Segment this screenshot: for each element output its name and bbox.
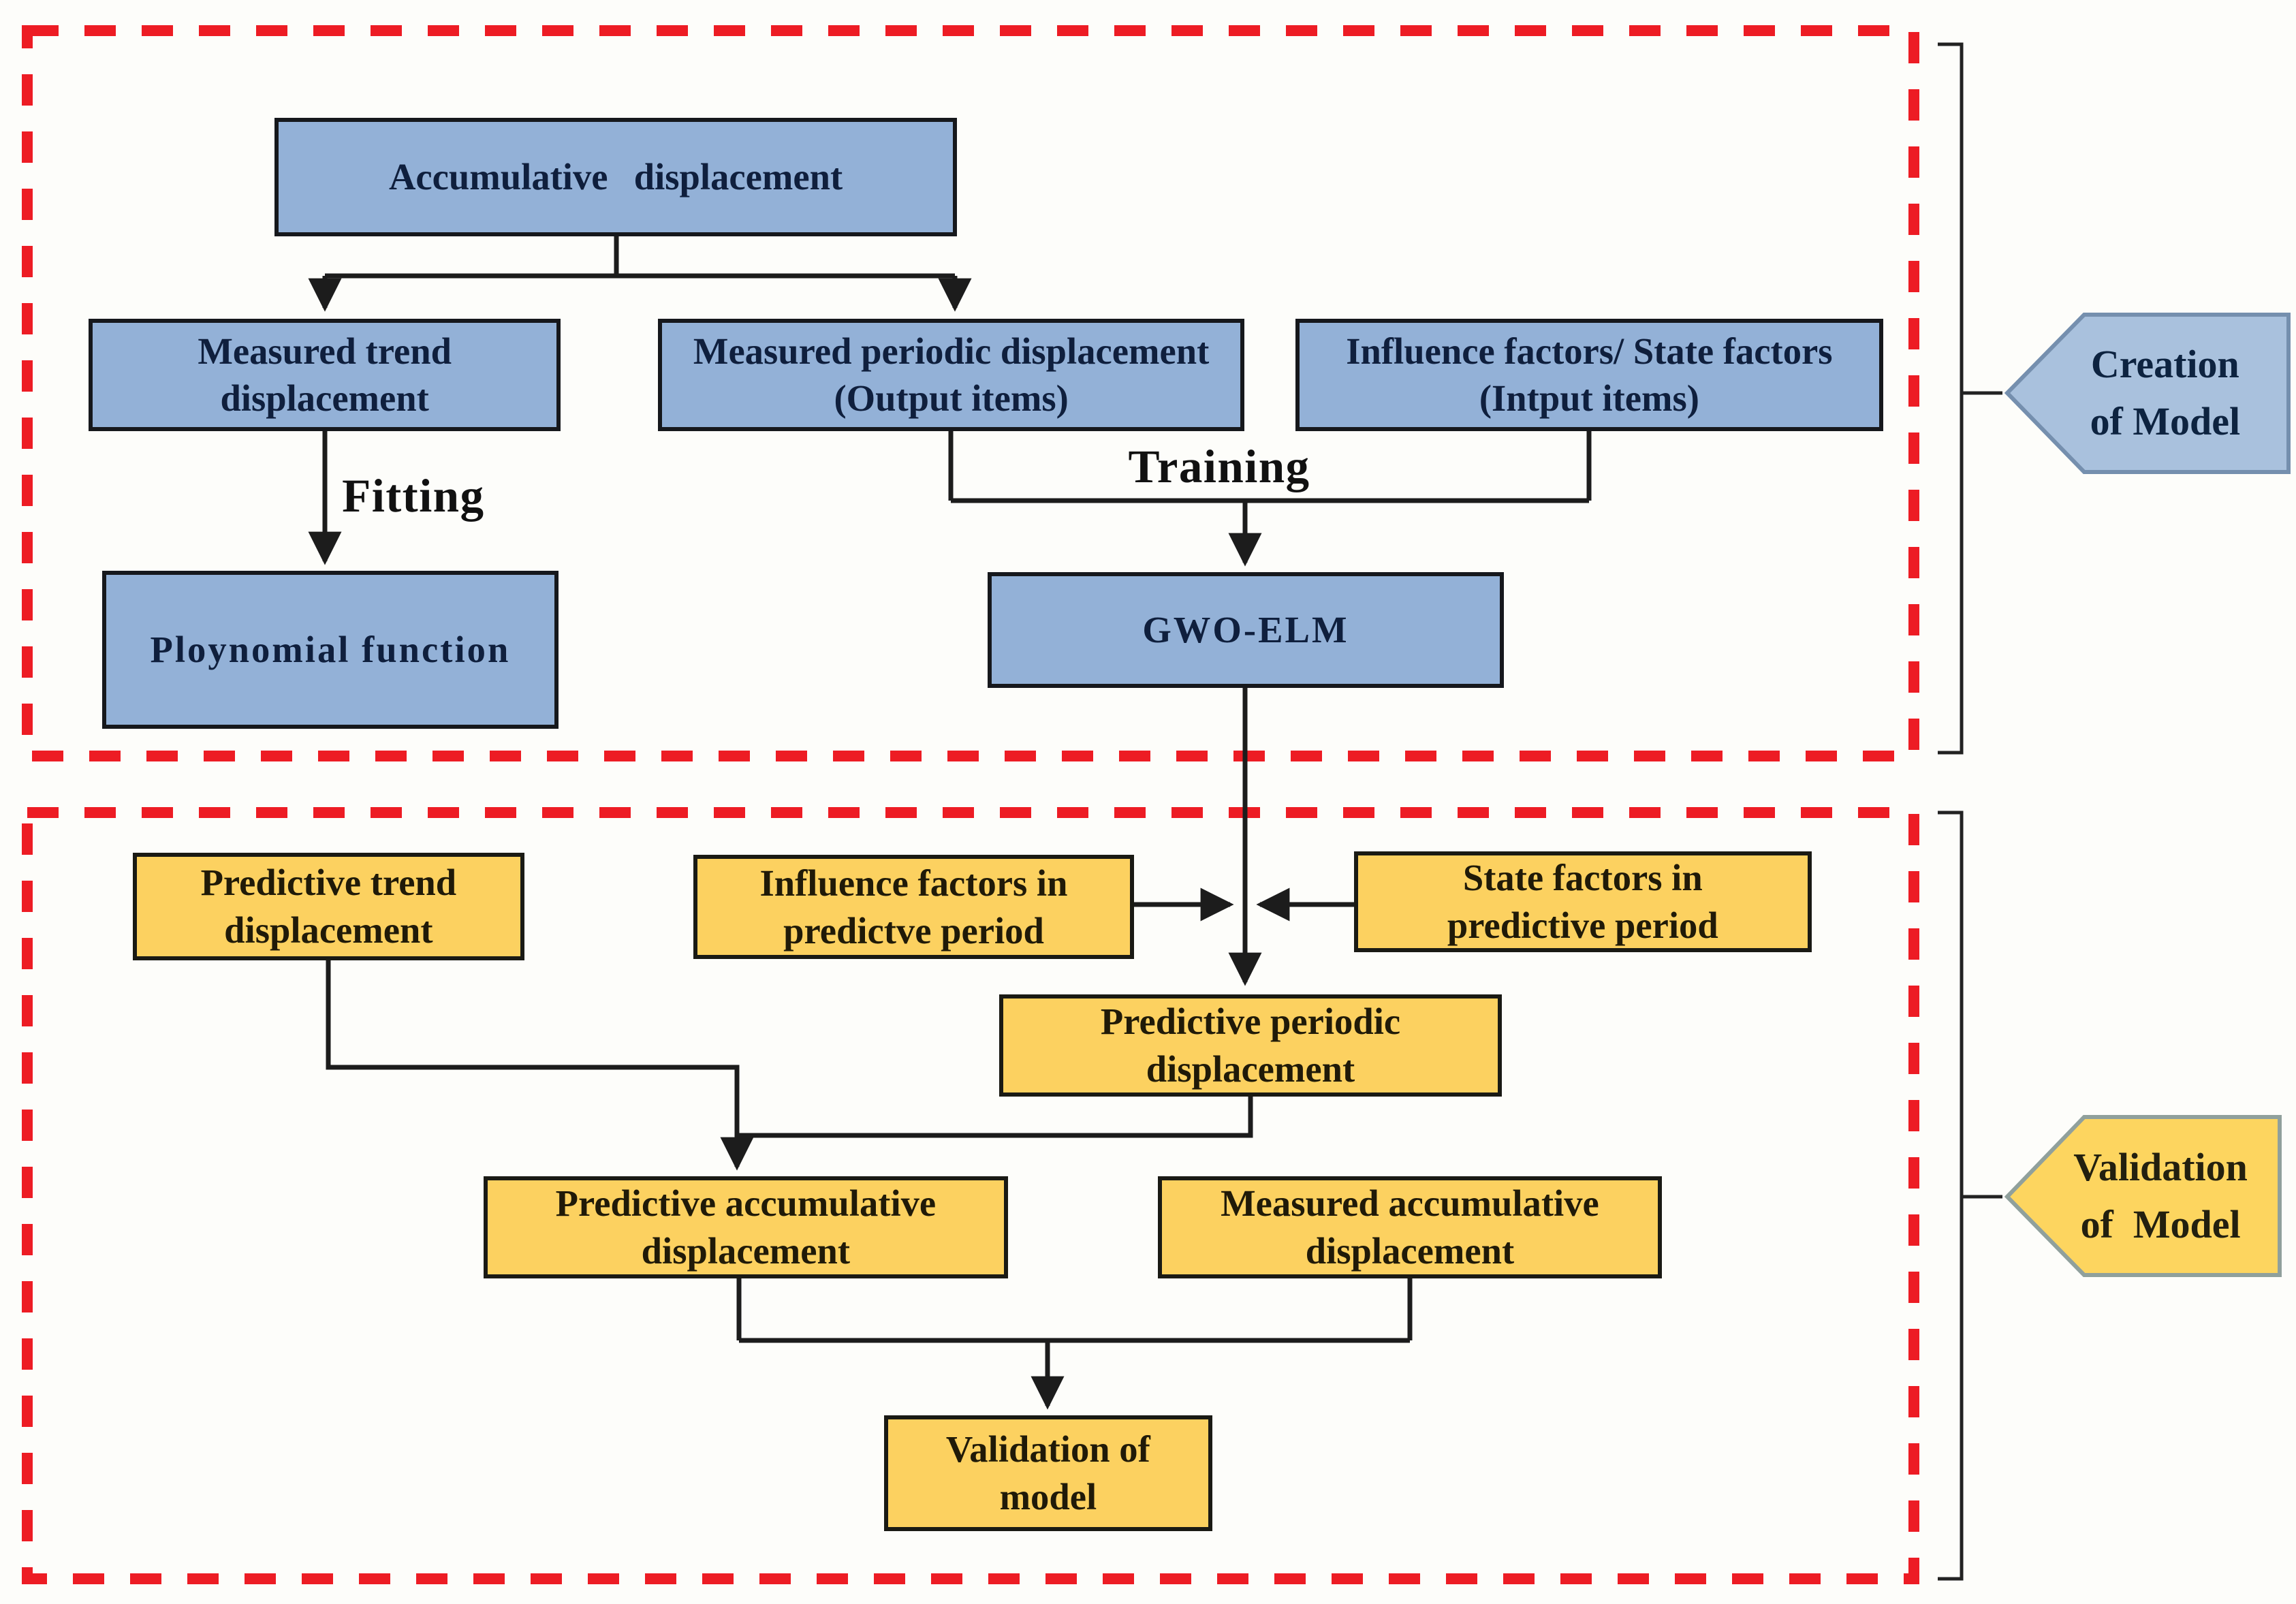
validation-tag-shape xyxy=(2004,1115,2282,1277)
box-influence-state-factors: Influence factors/ State factors (Intput… xyxy=(1295,318,1883,432)
box-label: predictve period xyxy=(783,909,1044,952)
tag-validation-of-model: Validation of Model xyxy=(2043,1117,2278,1275)
validation-section-frame xyxy=(22,807,1919,1584)
box-label: Predictive periodic xyxy=(1100,1000,1401,1042)
validation-bracket xyxy=(1938,811,2002,1581)
edge-label-training: Training xyxy=(1102,439,1336,494)
edges-creation xyxy=(308,236,1592,986)
tag-label: of Model xyxy=(2080,1201,2241,1246)
edges-validation xyxy=(326,887,1413,1410)
box-influence-factors-predictve-period: Influence factors in predictve period xyxy=(693,854,1134,960)
creation-section-frame xyxy=(22,25,1919,761)
box-predictive-accumulative-displacement: Predictive accumulative displacement xyxy=(483,1176,1008,1278)
box-label: State factors in xyxy=(1462,857,1703,899)
tag-creation-of-model: Creation of Model xyxy=(2043,315,2286,472)
box-gwo-elm: GWO-ELM xyxy=(987,572,1504,689)
box-label: (Intput items) xyxy=(1479,377,1699,420)
box-measured-trend-displacement: Measured trend displacement xyxy=(89,318,561,432)
box-label: Predictive trend xyxy=(200,862,457,904)
box-label: model xyxy=(999,1476,1097,1518)
box-label: Measured trend xyxy=(198,330,452,372)
box-label: displacement xyxy=(1146,1048,1355,1090)
box-label: displacement xyxy=(220,377,429,420)
box-ploynomial-function: Ploynomial function xyxy=(102,570,559,729)
box-label: Influence factors/ State factors xyxy=(1346,330,1833,372)
box-label: GWO-ELM xyxy=(1142,609,1349,651)
box-label: Accumulative displacement xyxy=(389,156,843,198)
box-measured-periodic-displacement: Measured periodic displacement (Output i… xyxy=(658,318,1245,432)
box-label: displacement xyxy=(1305,1229,1515,1272)
box-accumulative-displacement: Accumulative displacement xyxy=(274,118,958,237)
tag-label: Validation xyxy=(2073,1144,2248,1189)
creation-tag-shape xyxy=(2004,313,2291,474)
box-label: Ploynomial function xyxy=(150,628,511,670)
box-label: Measured accumulative xyxy=(1221,1182,1599,1225)
box-predictive-trend-displacement: Predictive trend displacement xyxy=(132,852,524,960)
box-state-factors-predictive-period: State factors in predictive period xyxy=(1353,851,1812,952)
edge-label-text: Fitting xyxy=(342,469,485,522)
creation-bracket xyxy=(1938,42,2002,755)
tag-label: of Model xyxy=(2090,399,2241,444)
box-label: displacement xyxy=(224,909,433,951)
edge-label-text: Training xyxy=(1128,440,1310,493)
box-label: displacement xyxy=(641,1229,851,1272)
box-predictive-periodic-displacement: Predictive periodic displacement xyxy=(999,994,1502,1097)
box-label: Validation of xyxy=(945,1428,1150,1471)
box-label: Predictive accumulative xyxy=(555,1182,937,1225)
box-label: Influence factors in xyxy=(759,862,1068,904)
edge-label-fitting: Fitting xyxy=(298,469,528,523)
tag-label: Creation xyxy=(2090,342,2239,387)
box-label: (Output items) xyxy=(834,377,1069,420)
box-measured-accumulative-displacement: Measured accumulative displacement xyxy=(1157,1176,1662,1278)
box-label: predictive period xyxy=(1447,904,1718,946)
box-label: Measured periodic displacement xyxy=(693,330,1210,372)
box-validation-of-model: Validation of model xyxy=(883,1415,1212,1532)
